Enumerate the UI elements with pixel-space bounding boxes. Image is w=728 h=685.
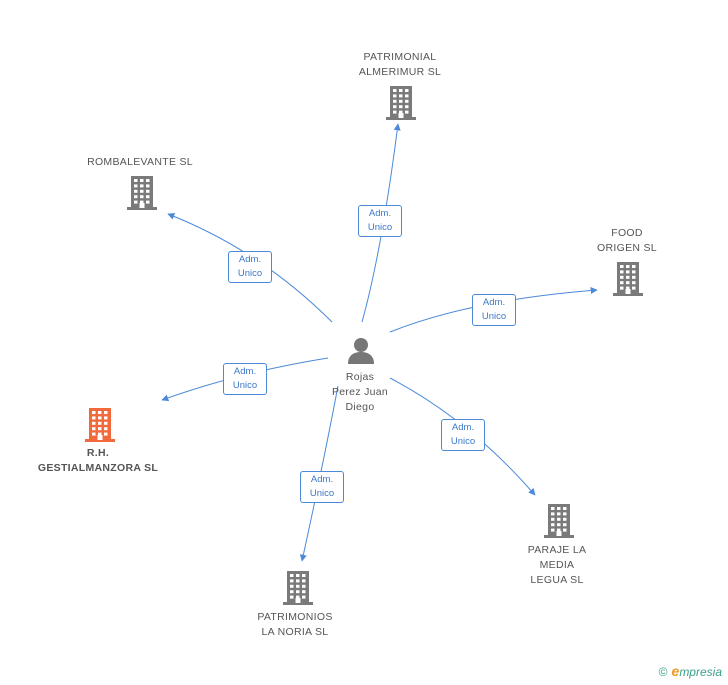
building-icon[interactable] [544,504,574,543]
building-icon[interactable] [127,176,157,215]
person-icon[interactable] [346,335,376,365]
edge-badge-rh[interactable]: Adm. Unico [223,363,267,395]
brand-name: mpresia [679,665,722,679]
company-label-rombalevante[interactable]: ROMBALEVANTE SL [87,156,193,168]
brand-footer[interactable]: ©empresia [659,663,722,679]
company-label-rh[interactable]: R.H. GESTIALMANZORA SL [37,447,159,474]
edge-badge-patrimonial[interactable]: Adm. Unico [358,205,402,237]
building-icon-highlight[interactable] [85,408,115,447]
edge-badge-food[interactable]: Adm. Unico [472,294,516,326]
edge-badge-paraje[interactable]: Adm. Unico [441,419,485,451]
center-person-label[interactable]: Rojas Perez Juan Diego [331,371,389,413]
company-label-patrimonios[interactable]: PATRIMONIOS LA NORIA SL [257,611,333,638]
edge-badge-patrimonios[interactable]: Adm. Unico [300,471,344,503]
copyright-icon: © [658,665,668,679]
company-label-food[interactable]: FOOD ORIGEN SL [597,227,657,254]
company-label-patrimonial[interactable]: PATRIMONIAL ALMERIMUR SL [358,51,442,78]
building-icon[interactable] [613,262,643,301]
building-icon[interactable] [283,571,313,610]
company-label-paraje[interactable]: PARAJE LA MEDIA LEGUA SL [527,544,587,586]
brand-logo-initial: e [671,663,680,679]
building-icon[interactable] [386,86,416,125]
edge-badge-rombalevante[interactable]: Adm. Unico [228,251,272,283]
